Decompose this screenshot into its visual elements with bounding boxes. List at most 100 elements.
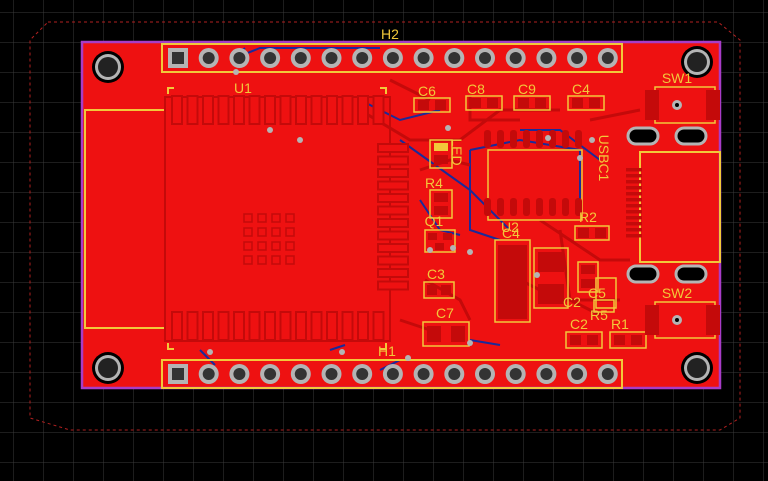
header-h2-pin bbox=[382, 48, 403, 68]
ic-pin bbox=[549, 130, 556, 148]
ic-pin bbox=[484, 130, 491, 148]
component-u2[interactable]: U2 bbox=[494, 219, 531, 323]
component-c7[interactable]: C7 bbox=[422, 305, 470, 347]
component-r5[interactable]: R5 bbox=[590, 299, 615, 323]
module-u1[interactable]: U1 bbox=[84, 80, 409, 350]
ic-center-pins-top bbox=[484, 130, 582, 148]
q1-label: Q1 bbox=[425, 213, 444, 229]
component-c3[interactable]: C3 bbox=[423, 266, 455, 299]
c2-label: C2 bbox=[570, 316, 588, 332]
header-h2-pins bbox=[168, 48, 618, 68]
top-layer-traces bbox=[359, 78, 641, 332]
header-h1-pin bbox=[168, 364, 188, 384]
u1-pad bbox=[377, 180, 409, 191]
u1-pad bbox=[233, 95, 245, 125]
header-h2-label: H2 bbox=[381, 26, 399, 42]
header-h2[interactable]: H2 bbox=[161, 26, 623, 73]
header-h2-pin bbox=[536, 48, 557, 68]
u1-pad bbox=[233, 311, 245, 341]
component-q1[interactable]: Q1 bbox=[424, 213, 456, 253]
u1-pad bbox=[217, 311, 230, 341]
u1-pad bbox=[341, 311, 354, 341]
c3-label: C3 bbox=[427, 266, 445, 282]
header-h2-pin bbox=[413, 48, 434, 68]
ic-pin bbox=[497, 198, 504, 216]
header-h2-pin bbox=[290, 48, 311, 68]
u1-label: U1 bbox=[234, 80, 252, 96]
c4-label: C4 bbox=[572, 81, 590, 97]
u1-thermal-via bbox=[243, 255, 253, 265]
u1-thermal-via bbox=[285, 227, 295, 237]
header-h1-pin bbox=[597, 364, 618, 384]
switch-sw2[interactable]: SW2 bbox=[645, 285, 720, 339]
header-h1-pin bbox=[229, 364, 250, 384]
switch-sw1[interactable]: SW1 bbox=[645, 70, 720, 124]
ic-pin bbox=[562, 198, 569, 216]
component-c6[interactable]: C6 bbox=[413, 83, 451, 113]
u1-pad bbox=[377, 280, 409, 291]
u1-thermal-via bbox=[257, 213, 267, 223]
u1-pad bbox=[202, 311, 214, 341]
ic-pin bbox=[536, 198, 543, 216]
u1-pad bbox=[217, 95, 230, 125]
u1-pad bbox=[171, 95, 183, 125]
ic-pin bbox=[510, 198, 517, 216]
u1-pad bbox=[295, 311, 307, 341]
u1-pad bbox=[377, 193, 409, 203]
r2-label: R2 bbox=[579, 209, 597, 225]
component-c2-second[interactable]: C2 bbox=[563, 277, 617, 310]
header-h1-pin bbox=[290, 364, 311, 384]
component-r2[interactable]: R2 bbox=[574, 209, 610, 241]
ic-pin bbox=[575, 198, 582, 216]
u1-pad bbox=[377, 218, 409, 228]
u1-pad bbox=[248, 311, 261, 341]
header-h1-pin bbox=[413, 364, 434, 384]
header-h1-pin bbox=[505, 364, 526, 384]
header-h1-pin bbox=[536, 364, 557, 384]
header-h2-pin bbox=[505, 48, 526, 68]
component-r1[interactable]: R1 bbox=[609, 316, 647, 349]
u1-thermal-via bbox=[271, 255, 281, 265]
u1-pad bbox=[377, 155, 409, 166]
u1-thermal-via bbox=[257, 227, 267, 237]
u1-pad bbox=[279, 95, 292, 125]
ic-pin bbox=[523, 130, 530, 148]
u1-pad bbox=[326, 95, 338, 125]
component-c5[interactable]: C5 bbox=[577, 261, 606, 301]
u1-pad bbox=[377, 243, 409, 253]
usb-c-connector[interactable]: USBC1 bbox=[596, 126, 721, 284]
component-led[interactable]: LED bbox=[429, 138, 465, 169]
u1-pad bbox=[377, 143, 409, 153]
ic-pin bbox=[549, 198, 556, 216]
ic-pin bbox=[575, 130, 582, 148]
usb-pin bbox=[626, 192, 642, 196]
header-h2-pin bbox=[229, 48, 250, 68]
u1-pad bbox=[357, 95, 369, 125]
usb-shell-pad-top bbox=[626, 126, 660, 146]
header-h2-pin bbox=[168, 48, 188, 68]
c5-label: C5 bbox=[588, 285, 606, 301]
c2-second-label: C2 bbox=[563, 294, 581, 310]
header-h1-pin bbox=[352, 364, 373, 384]
usb-c-pins bbox=[626, 168, 642, 238]
header-h1-pin bbox=[198, 364, 219, 384]
component-c4-second[interactable]: C4 bbox=[502, 225, 569, 309]
r5-label: R5 bbox=[590, 307, 608, 323]
r4-label: R4 bbox=[425, 175, 443, 191]
component-c2[interactable]: C2 bbox=[565, 316, 603, 349]
component-c4[interactable]: C4 bbox=[567, 81, 605, 111]
usb-pin bbox=[626, 216, 642, 220]
usb-pin bbox=[626, 168, 642, 172]
header-h1[interactable]: H1 bbox=[161, 343, 623, 389]
header-h2-pin bbox=[321, 48, 342, 68]
component-c8[interactable]: C8 bbox=[465, 81, 503, 111]
component-c9[interactable]: C9 bbox=[513, 81, 551, 111]
u1-thermal-via bbox=[257, 241, 267, 251]
u1-pad bbox=[377, 255, 409, 266]
component-r4[interactable]: R4 bbox=[425, 175, 453, 219]
usb-pin bbox=[626, 210, 642, 214]
u1-pad bbox=[171, 311, 183, 341]
usb-shell-pad-bottom bbox=[626, 264, 660, 284]
ic-center[interactable] bbox=[484, 130, 583, 221]
